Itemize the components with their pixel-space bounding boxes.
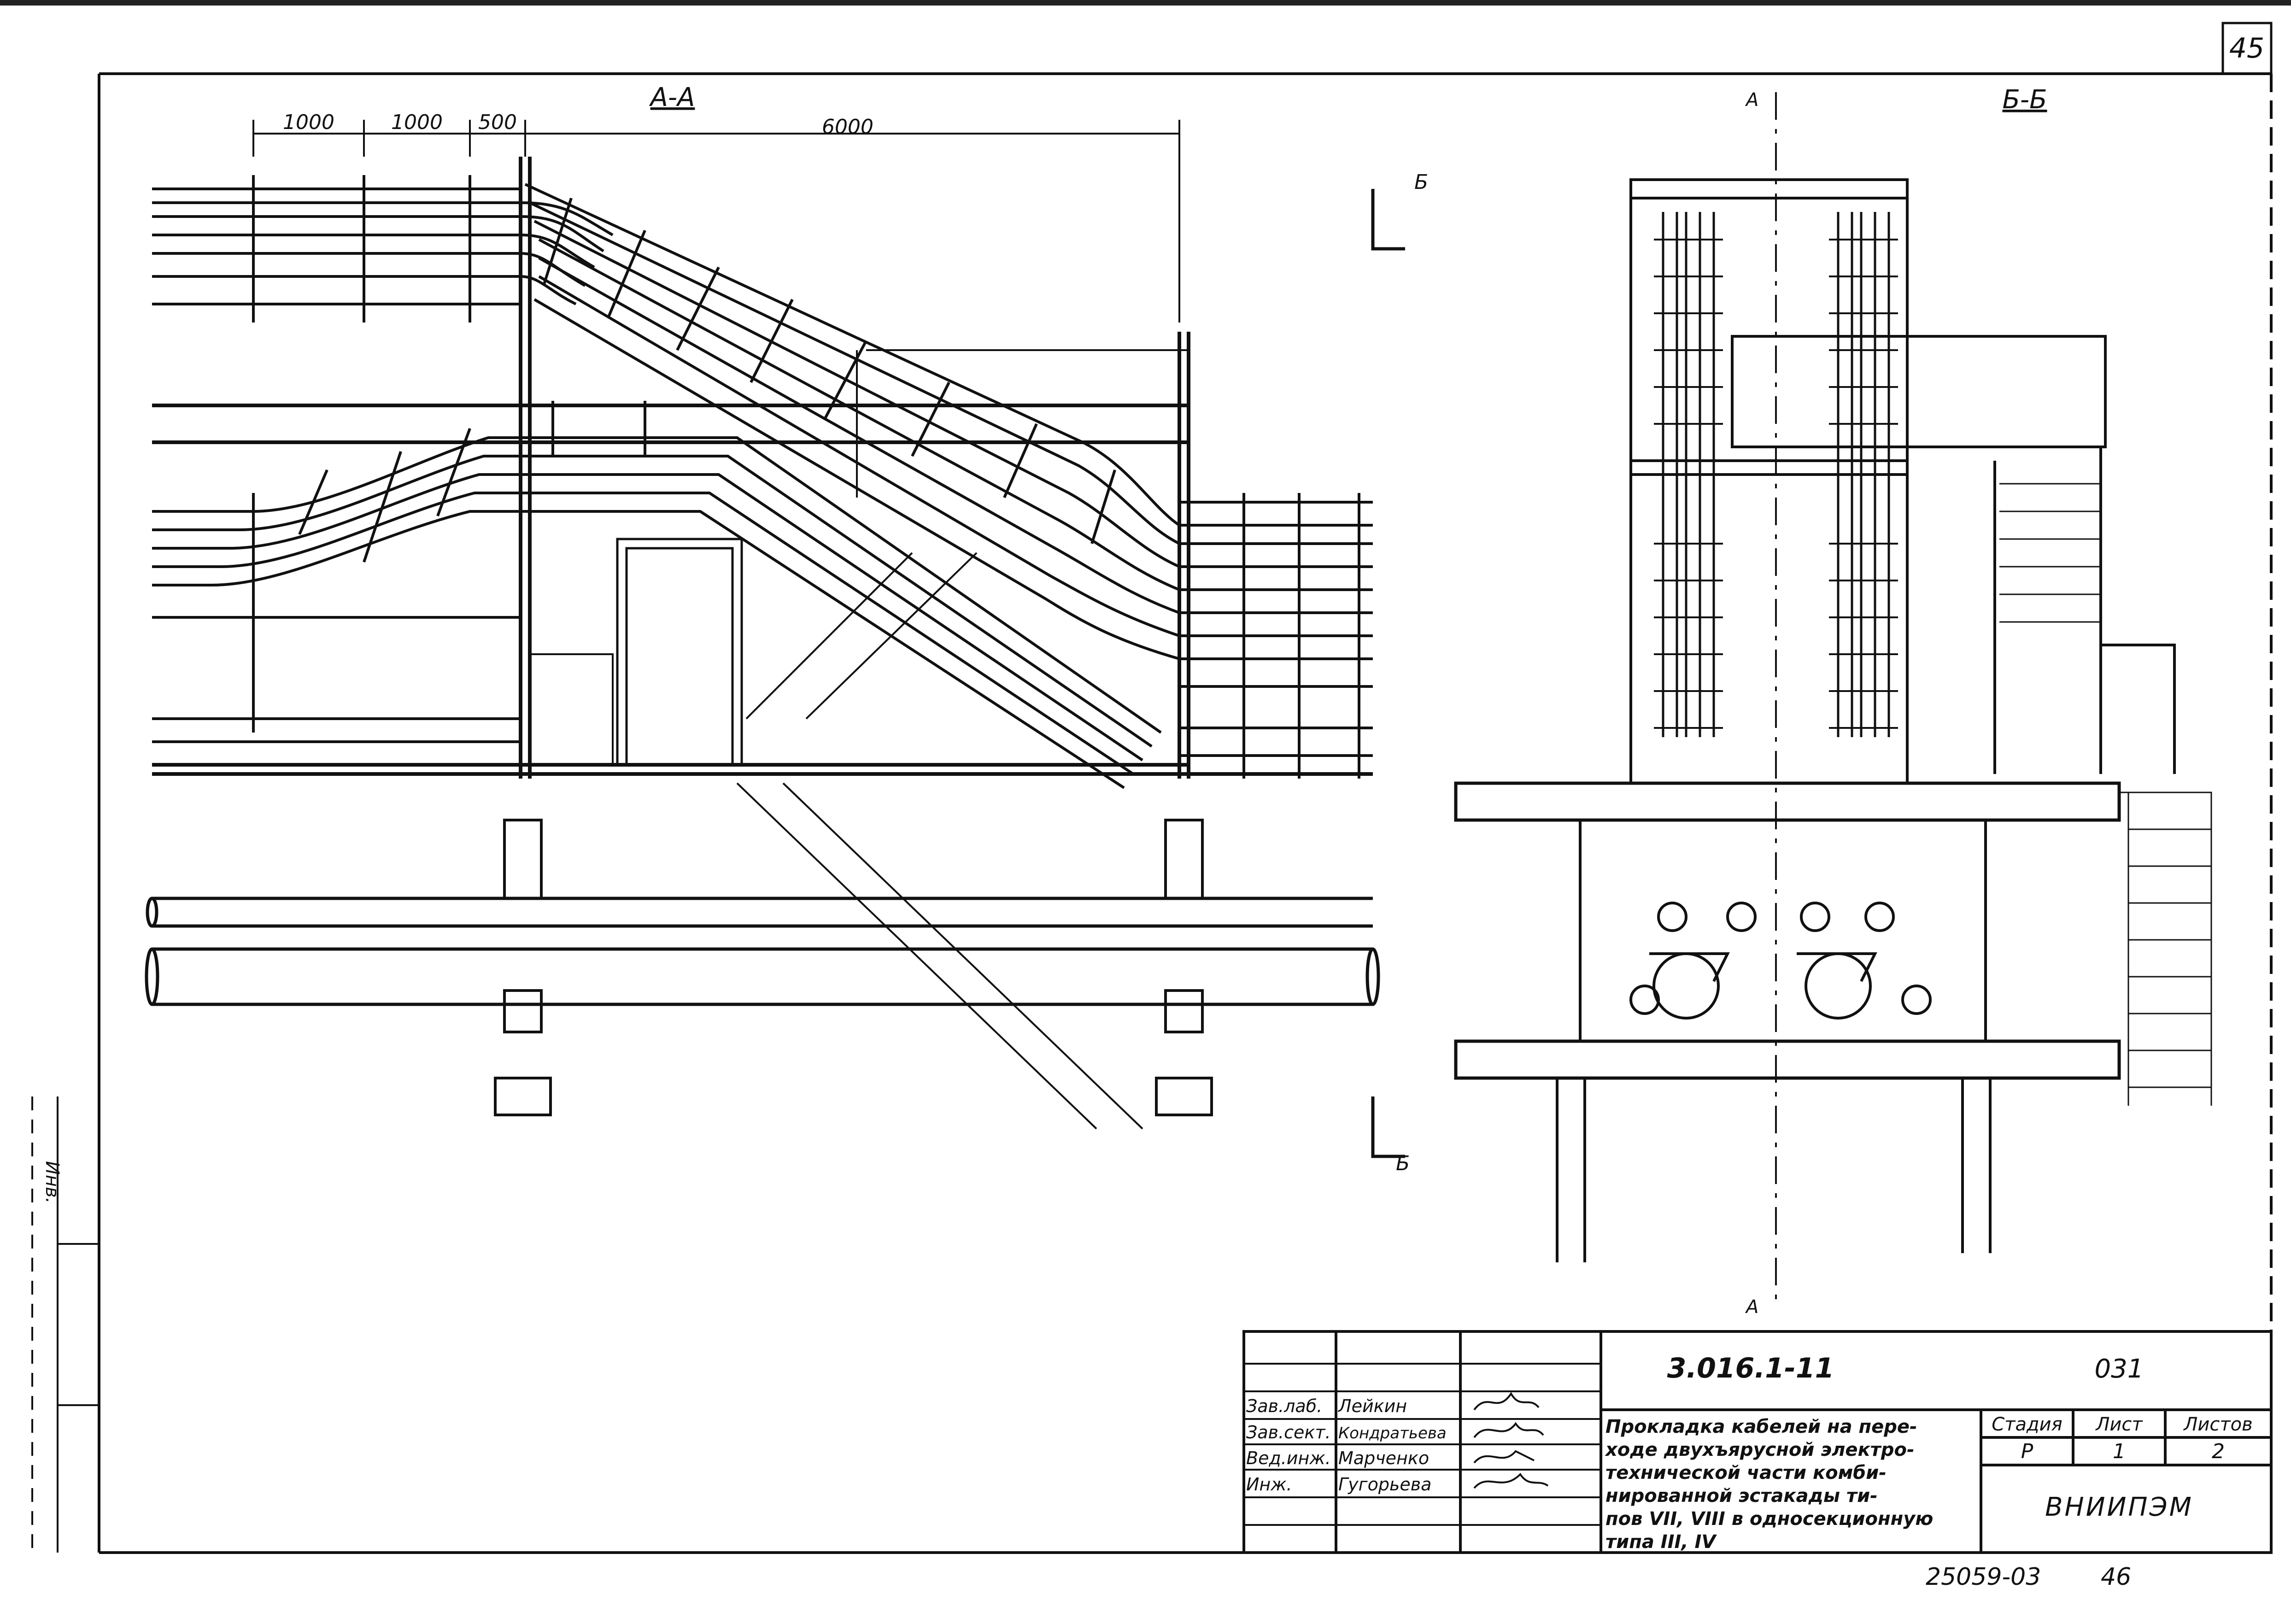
archive-number: 25059-03 [1926,1563,2041,1591]
dim-1000-b: 1000 [391,111,443,134]
name-2: Кондратьева [1338,1424,1447,1442]
pipe-gallery [1579,819,1987,1043]
title-line-6: типа III, IV [1605,1531,1717,1553]
title-line-2: ходе двухъярусной электро- [1605,1439,1915,1460]
stage-value: Р [2021,1440,2033,1463]
title-line-1: Прокладка кабелей на пере- [1605,1416,1917,1437]
stage-header: Стадия [1992,1414,2062,1435]
drawing-code: 031 [2095,1354,2144,1384]
scan-edge-top [0,0,2291,6]
name-3: Марченко [1338,1448,1429,1468]
door-opening [616,538,743,766]
title-line-3: технической части комби- [1605,1462,1887,1483]
inventory-label: Инв. [41,1161,63,1203]
lower-platform [1454,1039,2121,1080]
organization: ВНИИПЭМ [2045,1492,2193,1522]
cut-marks [1371,189,1405,1158]
title-line-4: нированной эстакады ти- [1605,1485,1878,1507]
upper-diagonal-cable-bundle [524,183,1180,660]
upper-left-cable-runs [152,188,614,305]
sheet-header: Лист [2095,1414,2143,1435]
lower-diagonal-cable-bundle [521,436,1162,789]
cut-mark-a-top: А [1745,89,1758,111]
page-number-box: 45 [2221,22,2273,75]
designation: 3.016.1-11 [1667,1352,1834,1384]
upper-platform [1454,781,2121,822]
gallery-pipes [1629,902,1932,1020]
name-1: Лейкин [1337,1396,1407,1416]
stair-structure [736,349,1189,1130]
support-legs [1556,1078,1992,1262]
pipelines [145,897,1380,1006]
archive-stamp: 25059-03 46 [1926,1563,2131,1591]
role-3: Вед.инж. [1246,1448,1331,1468]
section-bb-view [1454,92,2212,1299]
archive-page: 46 [2101,1563,2131,1591]
lower-left-cable-runs [152,436,521,743]
role-1: Зав.лаб. [1246,1396,1322,1416]
drawing-frame [98,72,2273,1554]
section-aa-view [145,120,1405,1158]
sheets-value: 2 [2212,1440,2225,1463]
wall-panel [529,653,614,766]
title-line-5: пов VII, VIII в односекционную [1605,1508,1933,1530]
name-4: Гугорьева [1338,1474,1431,1495]
tray-cross-ties [252,175,1360,779]
dimension-line [252,120,1180,322]
sheets-header: Листов [2183,1414,2252,1435]
dim-1000-a: 1000 [283,111,334,134]
drawing-title: Прокладка кабелей на пере- ходе двухъяру… [1605,1416,1933,1553]
cable-rack-left [1662,212,1715,737]
right-cable-runs [1179,501,1373,757]
dim-6000: 6000 [822,115,873,139]
signatures [1473,1392,1549,1489]
dim-500: 500 [478,111,517,134]
section-bb-label: Б-Б [2002,85,2047,115]
stage-block: Стадия Лист Листов Р 1 2 ВНИИПЭМ [1992,1414,2252,1522]
cut-mark-lower: Б [1396,1152,1410,1175]
section-aa-label: А-А [649,82,695,112]
left-margin-stamp [31,1096,99,1553]
role-2: Зав.сект. [1246,1422,1331,1442]
side-stair [1999,483,2212,1106]
title-block [1242,1330,2273,1554]
signature-rows: Зав.лаб. Лейкин Зав.сект. Кондратьева Ве… [1246,1396,1447,1495]
rack-shelves [1654,239,1898,729]
columns [519,157,1190,779]
page-number: 45 [2229,32,2264,64]
aa-dimensions: 1000 1000 500 6000 [283,111,873,139]
sheet-value: 1 [2113,1440,2126,1463]
pipe-supports [494,819,1213,1116]
cable-rack-right [1837,212,1890,737]
cut-mark-upper: Б [1414,170,1428,194]
cut-mark-a-bottom: А [1745,1296,1758,1318]
role-4: Инж. [1246,1474,1292,1495]
